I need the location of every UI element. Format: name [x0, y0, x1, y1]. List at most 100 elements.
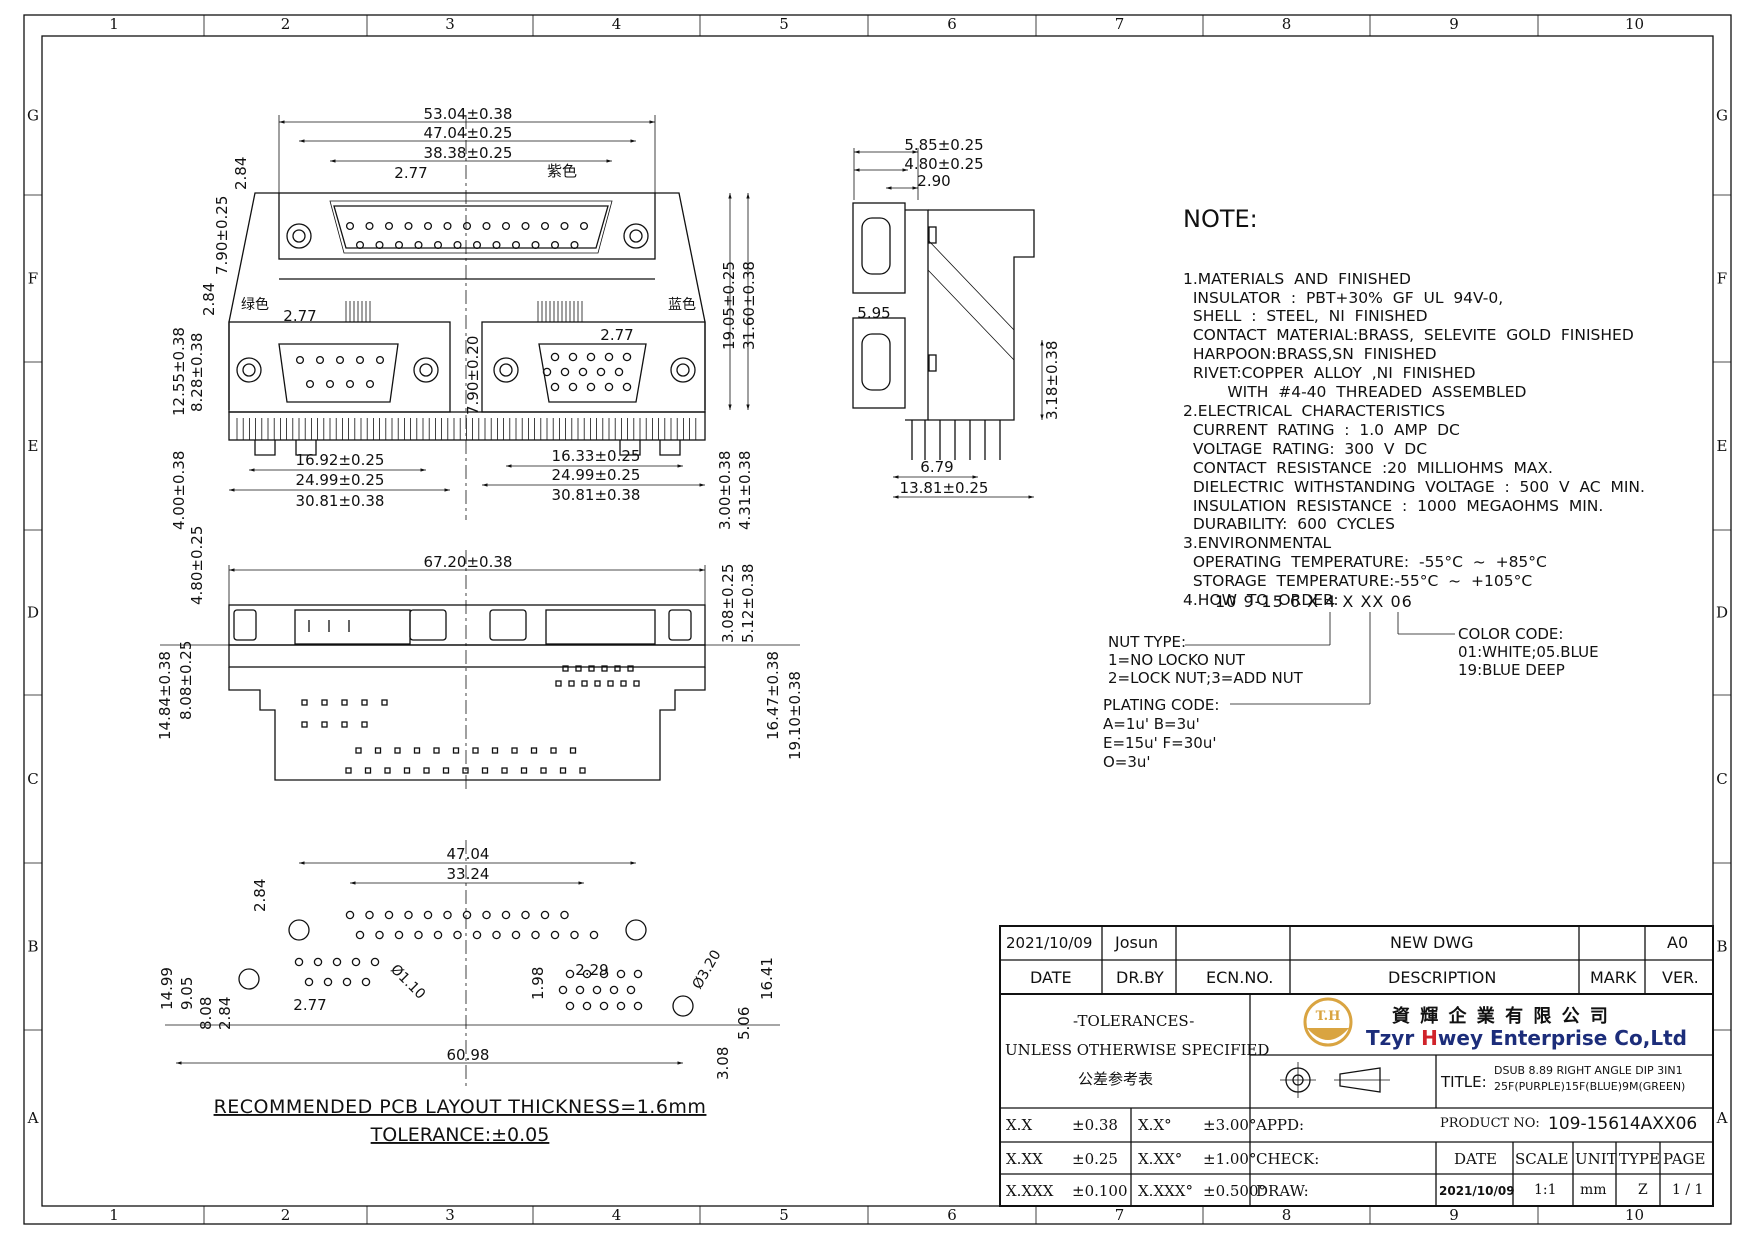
note-line: RIVET:COPPER ALLOY ,NI FINISHED [1183, 364, 1476, 383]
pad [361, 721, 368, 728]
pcb-hole [599, 969, 609, 979]
border-col-3: 3 [445, 15, 455, 33]
border-col-9: 9 [1449, 15, 1459, 33]
pcb-hole [570, 930, 579, 940]
dim-left-pitch: 2.77 [283, 307, 316, 325]
company-name-post: wey Enterprise Co,Ltd [1437, 1026, 1687, 1050]
notes-block: NOTE: 1.MATERIALS AND FINISHED INSULATOR… [1183, 168, 1645, 629]
pcb-hole [609, 985, 619, 995]
pad [633, 680, 640, 687]
company-name-cn: 資 輝 企 業 有 限 公 司 [1392, 1006, 1610, 1027]
pin [384, 221, 394, 231]
dim-pcb-w3: 60.98 [447, 1046, 490, 1064]
border-col-5: 5 [779, 15, 789, 33]
pad [345, 767, 352, 774]
tolerance-v2: ±1.00° [1203, 1150, 1257, 1168]
border-row-G: G [1716, 107, 1728, 125]
pin [462, 221, 472, 231]
dim-br1: 3.00±0.38 [716, 451, 734, 530]
pad [520, 767, 528, 774]
pin [604, 352, 614, 362]
border-row-E: E [1717, 437, 1728, 455]
pin [604, 382, 614, 392]
pad [472, 747, 479, 754]
pad [550, 747, 557, 754]
dim-side-d1: 5.85±0.25 [904, 136, 983, 154]
pad [594, 680, 601, 687]
note-line: WITH #4-40 THREADED ASSEMBLED [1183, 383, 1527, 402]
note-line: OPERATING TEMPERATURE: -55°C ~ +85°C [1183, 553, 1547, 572]
dim-pcb-r-row: 1.98 [529, 967, 547, 1000]
pin [355, 355, 365, 365]
dim-top-row: 2.84 [232, 157, 250, 190]
tolerance-label: DRAW: [1256, 1182, 1309, 1200]
pad [355, 747, 362, 754]
pcb-hole [633, 969, 643, 979]
pad [361, 699, 368, 706]
pad [562, 665, 569, 672]
border-col-1: 1 [109, 1206, 119, 1224]
pcb-hole [443, 910, 452, 920]
pad [394, 747, 401, 754]
pin [433, 240, 443, 250]
pad [341, 721, 348, 728]
pcb-hole [351, 957, 361, 967]
pcb-hole [304, 977, 314, 987]
pcb-hole [345, 910, 355, 920]
border-col-7: 7 [1115, 15, 1125, 33]
pin [295, 355, 305, 365]
pad [555, 680, 562, 687]
pad [530, 747, 538, 754]
pcb-hole [540, 910, 550, 920]
pad [511, 747, 518, 754]
label-blue: 蓝色 [668, 296, 696, 313]
pin [355, 240, 365, 250]
pcb-hole [482, 910, 491, 920]
border-row-D: D [27, 604, 39, 622]
pin [345, 379, 355, 389]
dim-bottom-r1: 16.47±0.38 [764, 651, 782, 740]
footer-type-value: Z [1638, 1182, 1648, 1198]
pcb-hole [394, 930, 404, 940]
dim-pcb-w1: 47.04 [447, 845, 490, 863]
pcb-hole [472, 930, 482, 940]
dim-pcb-w2: 33.24 [447, 865, 490, 883]
order-code: 10 9-15 6 X 4 X XX 06 NUT TYPE: 1=NO LOC… [1103, 592, 1599, 771]
dim-lw3: 30.81±0.38 [296, 492, 385, 510]
pad [579, 767, 586, 774]
pcb-hole [582, 969, 592, 979]
note-line: INSULATOR : PBT+30% GF UL 94V-0, [1183, 288, 1504, 307]
pad [381, 699, 388, 706]
pad [423, 767, 430, 774]
dim-bottom-h2: 3.08±0.25 [719, 564, 737, 643]
dim-pcb-l1: 14.99 [158, 967, 176, 1010]
pin [596, 367, 606, 377]
product-no: 109-15614AXX06 [1548, 1114, 1698, 1134]
company-name-h: H [1421, 1026, 1438, 1050]
pin [586, 382, 596, 392]
dim-side-d3: 2.90 [917, 172, 950, 190]
pin [570, 240, 579, 250]
note-line: CURRENT RATING : 1.0 AMP DC [1183, 420, 1460, 439]
pad [588, 665, 595, 672]
plating-3: O=3u' [1103, 753, 1151, 771]
pin [345, 221, 355, 231]
title-label: TITLE: [1441, 1073, 1487, 1091]
dim-overall-width: 53.04±0.38 [424, 105, 513, 123]
header-version: VER. [1662, 968, 1699, 987]
notes-lines: 1.MATERIALS AND FINISHED INSULATOR : PBT… [1183, 270, 1645, 610]
pcb-caption-2: TOLERANCE:±0.05 [370, 1124, 550, 1146]
note-line: 4.HOW TO ORDER: [1183, 591, 1339, 610]
border-row-B: B [1716, 938, 1727, 956]
pad [452, 747, 460, 754]
rev-date: 2021/10/09 [1006, 934, 1093, 952]
border-col-8: 8 [1282, 1206, 1292, 1224]
pin [542, 367, 552, 377]
tolerance-v1: ±0.100 [1072, 1182, 1128, 1200]
border-col-4: 4 [612, 1206, 622, 1224]
pad [364, 767, 372, 774]
nut-type-title: NUT TYPE: [1108, 633, 1186, 651]
pin [550, 240, 560, 250]
pin [365, 221, 374, 231]
pad [301, 699, 308, 706]
